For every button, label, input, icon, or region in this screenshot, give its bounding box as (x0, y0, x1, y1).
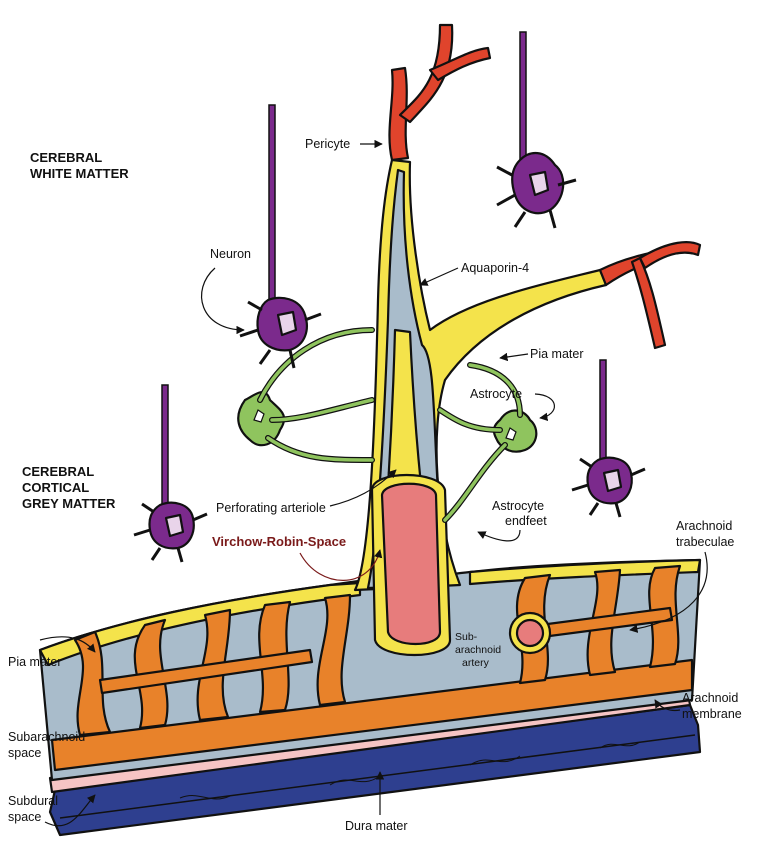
label-subarachnoid-artery-2: arachnoid (455, 644, 501, 656)
label-astrocyte-endfeet-1: Astrocyte (492, 499, 544, 513)
label-astrocyte-endfeet-2: endfeet (505, 514, 547, 528)
region-grey-matter-1: CEREBRAL (22, 464, 94, 479)
label-pia-mater-upper: Pia mater (530, 347, 584, 361)
label-aquaporin: Aquaporin-4 (461, 261, 529, 275)
label-arachnoid-membrane-2: membrane (682, 707, 742, 721)
label-arachnoid-membrane-1: Arachnoid (682, 691, 738, 705)
label-subdural-space-1: Subdural (8, 794, 58, 808)
label-subarachnoid-space-2: space (8, 746, 41, 760)
region-grey-matter-2: CORTICAL (22, 480, 89, 495)
capillaries (388, 23, 702, 350)
label-pia-mater-lower: Pia mater (8, 655, 62, 669)
label-astrocyte: Astrocyte (470, 387, 522, 401)
label-dura-mater: Dura mater (345, 819, 408, 833)
neuron-left (133, 384, 208, 563)
label-virchow-robin: Virchow-Robin-Space (212, 534, 346, 549)
astrocyte-right (437, 362, 538, 523)
label-subdural-space-2: space (8, 810, 41, 824)
perforating-arteriole (353, 158, 608, 656)
label-subarachnoid-artery-3: artery (462, 657, 490, 669)
neuron-top-right (496, 31, 577, 229)
label-perforating-arteriole: Perforating arteriole (216, 501, 326, 515)
neuron-bottom-right (571, 359, 646, 518)
neuron-middle (239, 104, 322, 369)
label-subarachnoid-space-1: Subarachnoid (8, 730, 85, 744)
region-white-matter-1: CEREBRAL (30, 150, 102, 165)
astrocyte-left (237, 327, 375, 463)
label-subarachnoid-artery-1: Sub- (455, 631, 478, 643)
label-arachnoid-trabeculae-1: Arachnoid (676, 519, 732, 533)
region-grey-matter-3: GREY MATTER (22, 496, 116, 511)
label-arachnoid-trabeculae-2: trabeculae (676, 535, 734, 549)
label-neuron: Neuron (210, 247, 251, 261)
label-pericyte: Pericyte (305, 137, 350, 151)
region-white-matter-2: WHITE MATTER (30, 166, 129, 181)
